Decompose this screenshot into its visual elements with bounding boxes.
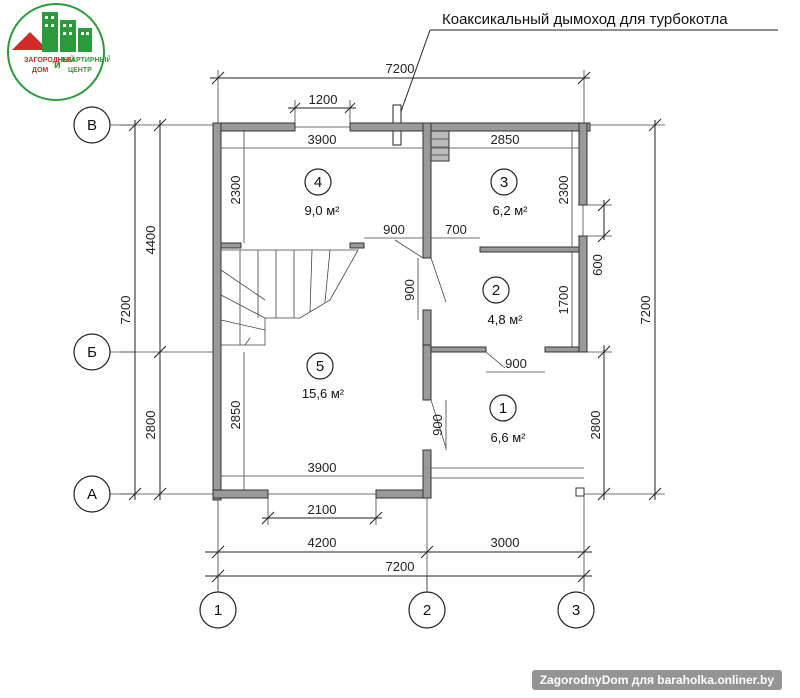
logo-line-2: ДОМ: [32, 67, 48, 74]
dim-right-total-label: 7200: [638, 296, 653, 325]
dim-window-top: 1200: [288, 92, 356, 127]
room-number: 1: [499, 400, 507, 417]
room-3: 3 6,2 м²: [490, 168, 529, 218]
dim-left-upper-label: 4400: [143, 226, 158, 255]
dim-room4-width: 3900: [308, 132, 337, 147]
staircase: [220, 249, 359, 346]
dim-right: 7200 2800 600: [578, 118, 665, 501]
room-5: 5 15,6 м²: [302, 352, 345, 401]
axis-row-b: Б: [87, 344, 97, 361]
room-2: 2 4,8 м²: [482, 276, 524, 327]
dim-room5-width: 3900: [308, 460, 337, 475]
dim-room4-height: 2300: [228, 176, 243, 205]
axis-col-3: 3: [572, 602, 580, 619]
room-4: 4 9,0 м²: [304, 168, 341, 218]
logo-line-5: ЦЕНТР: [68, 67, 92, 74]
axis-row-a: А: [87, 486, 97, 503]
axis-col-2: 2: [423, 602, 431, 619]
dim-door-900-c: 900: [505, 356, 527, 371]
dim-room3-height: 2300: [556, 176, 571, 205]
dim-room3-width: 2850: [491, 132, 520, 147]
company-logo: ЗАГОРОДНЫЙ ДОМ и КВАРТИРНЫЙ ЦЕНТР: [7, 3, 110, 101]
room-number: 3: [500, 174, 508, 191]
door-swings: [394, 239, 506, 449]
dim-left-lower-label: 2800: [143, 411, 158, 440]
room-area: 9,0 м²: [305, 203, 341, 218]
dim-bottom-window-label: 2100: [308, 502, 337, 517]
dim-bottom-left-label: 4200: [308, 535, 337, 550]
axis-row-v: В: [87, 117, 97, 134]
axis-col-1: 1: [214, 602, 222, 619]
dim-room5-height: 2850: [228, 401, 243, 430]
dim-bottom-total-label: 7200: [386, 559, 415, 574]
room-area: 6,6 м²: [491, 430, 527, 445]
dim-bottom: 2100 4200 3000 7200: [205, 494, 592, 590]
dim-door-900-d: 900: [430, 414, 445, 436]
room-area: 4,8 м²: [488, 312, 524, 327]
dim-left-total-label: 7200: [118, 296, 133, 325]
interior-dims: 3900 2850 2300 2300 900 700 900 1700 900…: [221, 131, 579, 490]
dim-door-900-a: 900: [383, 222, 405, 237]
room-number: 5: [316, 358, 324, 375]
dim-room2-height: 1700: [556, 286, 571, 315]
dim-right-window-label: 600: [590, 254, 605, 276]
dim-right-lower-label: 2800: [588, 411, 603, 440]
axis-rows: В Б А: [73, 106, 135, 513]
dim-top-total-label: 7200: [386, 61, 415, 76]
walls: [212, 122, 591, 501]
chimney-note: Коаксикальный дымоход для турбокотла: [442, 11, 728, 28]
room-number: 2: [492, 282, 500, 299]
axis-cols: 1 2 3: [199, 576, 595, 629]
room-number: 4: [314, 174, 322, 191]
logo-line-1: ЗАГОРОДНЫЙ: [24, 55, 75, 64]
logo-line-3: и: [54, 59, 61, 71]
dim-left: 7200 4400 2800: [118, 118, 218, 501]
room-area: 15,6 м²: [302, 386, 345, 401]
dim-window-top-label: 1200: [309, 92, 338, 107]
dim-bottom-right-label: 3000: [491, 535, 520, 550]
room-area: 6,2 м²: [493, 203, 529, 218]
logo-line-4: КВАРТИРНЫЙ: [62, 55, 110, 64]
dim-door-700: 700: [445, 222, 467, 237]
dim-top-total: 7200: [210, 61, 591, 125]
watermark: ZagorodnyDom для baraholka.onliner.by: [531, 670, 782, 690]
dim-door-900-b: 900: [402, 279, 417, 301]
room-1: 1 6,6 м²: [489, 394, 527, 445]
